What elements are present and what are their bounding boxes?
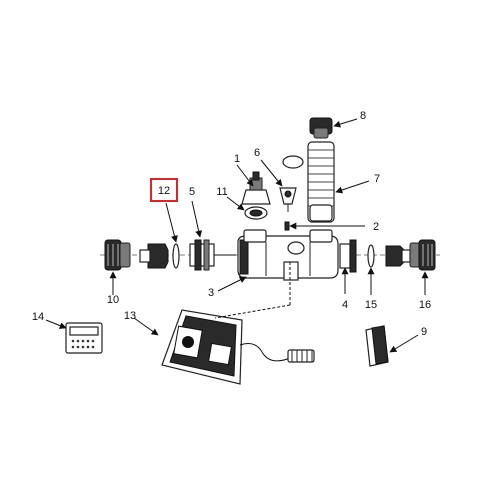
part-8-hose-cap (309, 117, 333, 139)
leader-lines (45, 118, 429, 353)
callout-10: 10 (107, 294, 119, 306)
part-10-union-nut-left (104, 239, 131, 271)
callout-12: 12 (158, 185, 170, 197)
part-12-o-ring (172, 243, 180, 269)
part-6-check-valve (279, 187, 297, 212)
callout-13: 13 (124, 310, 136, 322)
callout-11: 11 (216, 186, 227, 198)
callout-8: 8 (360, 110, 366, 122)
part-11-adapter (244, 206, 268, 220)
highlight-box-part-12 (150, 178, 178, 202)
callout-1: 1 (234, 153, 240, 165)
part-15-o-ring (367, 244, 375, 268)
leader-12 (165, 202, 178, 243)
part-4-union-fitting-right (339, 239, 357, 273)
part-7-hose (307, 141, 335, 223)
part-5-flow-switch (189, 239, 236, 271)
leader-3 (217, 276, 247, 292)
leader-13 (133, 317, 159, 336)
leader-5 (191, 200, 203, 238)
part-13-power-center (161, 309, 315, 385)
leader-9 (389, 334, 419, 353)
leader-dash-hose-h (214, 304, 291, 319)
callout-2: 2 (373, 221, 379, 233)
leader-7 (335, 180, 370, 194)
callout-14: 14 (32, 311, 44, 323)
leader-1 (236, 164, 254, 187)
callout-6: 6 (254, 147, 260, 159)
callout-5: 5 (189, 186, 195, 198)
leader-11 (226, 196, 245, 211)
part-3-cell-body (237, 229, 339, 281)
callout-4: 4 (342, 299, 348, 311)
leader-6 (260, 159, 283, 187)
part-16-union-nut-right (409, 239, 436, 271)
part-2-pin (284, 221, 290, 231)
leader-8 (333, 118, 358, 128)
leader-14 (45, 319, 67, 329)
callout-3: 3 (208, 287, 214, 299)
part-union-tailpiece-right (385, 245, 411, 267)
part-screw-cap (282, 155, 304, 169)
part-union-tailpiece-left (139, 243, 169, 269)
callout-15: 15 (365, 299, 377, 311)
callout-9: 9 (421, 326, 427, 338)
part-9-cap (365, 325, 389, 367)
callout-7: 7 (374, 173, 380, 185)
part-14-control-panel (65, 322, 103, 354)
callout-16: 16 (419, 299, 431, 311)
